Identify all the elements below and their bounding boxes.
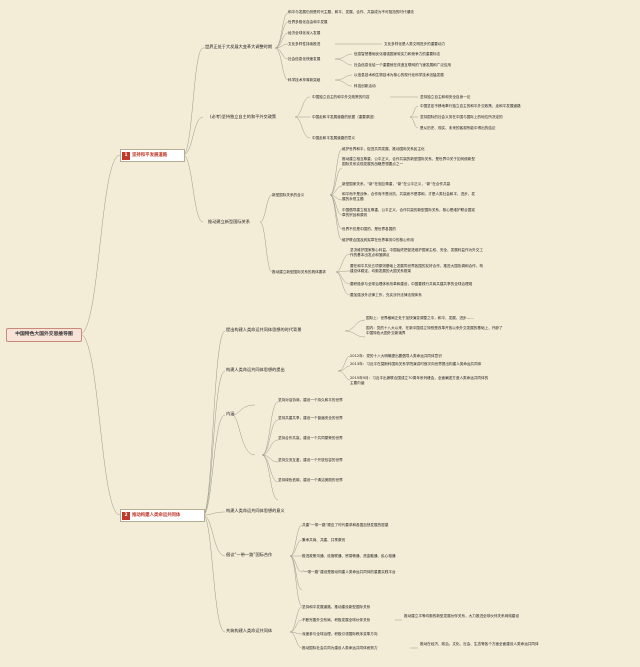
node-a3-2: 推动建立新型国际关系的具体要求: [272, 270, 326, 274]
node-b2-2: 2013年：习近平在莫斯科国际关系学院演讲时首次向世界提出构建人类命运共同体: [350, 362, 482, 366]
node-a3-2b: 要在和平共处五项原则基础上发展同世界各国的友好合作，推进大国协调和合作，构建总体…: [350, 264, 483, 273]
node-a1-5a: 信息智慧基础优化增强国家软实力和竞争力的重要标志: [354, 52, 441, 56]
node-a1: 世界正处于大发展大变革大调整时期: [205, 44, 273, 49]
node-b6: 共筑构建人类命运共同体: [226, 628, 273, 633]
node-b2-3: 2015年9月：习近平出席联合国成立70周年系列峰会，全面阐述打造人类命运共同体…: [350, 376, 489, 385]
section-2-node: 2 推动构建人类命运共同体: [120, 509, 205, 522]
node-a1-2: 世界多极化自由和平发展: [288, 20, 328, 24]
node-b5-3: 推进政策沟通、设施联通、贸易畅通、资金融通、民心相通: [302, 554, 396, 558]
node-b4: 构建人类命运共同体思想的意义: [226, 508, 285, 513]
node-a3-2a: 坚决维护国家核心利益，中国始终把促进维护国家主权、安全、发展利益作为外交工作的基…: [350, 248, 483, 257]
node-b6-2a: 推动建立平等均衡的新型发展伙伴关系，大力推进全球伙伴关系网络建设: [404, 614, 519, 618]
node-a3-1a: 维护世界和平，促进共同发展，推动国际关系民主化: [342, 147, 425, 151]
node-a1-4: 文化多样性持续推进: [288, 42, 321, 46]
node-b6-2: 不断完善外交布局，积极发展全球伙伴关系: [302, 618, 371, 622]
section-1-node: 1 坚持和平发展道路: [120, 149, 185, 162]
node-b3-5: 坚持绿色低碳，建设一个清洁美丽的世界: [278, 478, 343, 482]
node-a2-1a: 坚持独立自主和和安全自身一论: [420, 95, 471, 99]
node-a2: (必考)坚持独立自主的和平外交政策: [210, 114, 277, 119]
node-a2-2a: 中国坚定不移地奉行独立自主的和平外交政策，走和平发展道路: [420, 104, 521, 108]
section-number-badge: 2: [122, 511, 130, 520]
node-b5-2: 秉承共商、共建、共享原则: [302, 538, 346, 542]
node-a3-1b: 推动建立相互尊重、公平正义、合作共赢的新型国际关系，是世界中关于如何使新型国际关…: [342, 157, 475, 166]
node-a2-3: 中国走和平发展道路的意义: [312, 136, 356, 140]
section-number-badge: 1: [122, 151, 130, 160]
node-b2: 构建人类命运共同体思想的提出: [226, 367, 285, 372]
section-label: 推动构建人类命运共同体: [132, 513, 181, 518]
node-a1-6: 科学技术孕育新突破: [288, 78, 321, 82]
node-a3-1f: 世界不仅是中国的，是世界各国的: [342, 227, 396, 231]
node-a2-2b: 坚持国际的社会义务在中国与国际上的地位所决定的: [420, 115, 503, 119]
node-a2-1: 中国独立自主的和平外交政策的内容: [312, 95, 370, 99]
node-a3-1c: 新型国家关系，“新”在相互尊重，“新”在公平正义，“新”在合作共赢: [342, 182, 451, 186]
node-b5-1: 共建“一带一路”顺应了时代要求和各国加快发展的愿望: [302, 523, 389, 527]
node-a3-1g: 维护联合国及其宪章在世界事务中的核心作用: [342, 238, 414, 242]
node-b1-1: 国际上：世界格局正处于加快演变调整之中，和平、发展、进步……: [366, 316, 474, 320]
node-a3-1: 新型国际关系的含义: [272, 193, 305, 197]
node-b5: 倡议“一带一路”国际合作: [226, 552, 273, 557]
node-a3-2c: 要积极参与全球治理体系改革和建设，中国要践行共商共建共享的全球治理观: [350, 282, 473, 286]
node-b6-4a: 推动在经济、政治、文化、社会、生态等各个方面全面建设人类命运共同体: [420, 642, 539, 646]
node-b3-4: 坚持交流互鉴，建设一个开放包容的世界: [278, 458, 343, 462]
node-a3: 推动建立新型国际关系: [208, 219, 250, 224]
node-b6-4: 推动国际社会共同为建设人类命运共同体而努力: [302, 646, 378, 650]
node-a1-4a: 文化多样化是人类文明进步的重要动力: [384, 42, 446, 46]
node-a3-1d: 和平而不是战争，合作而不是对抗，共赢而不是零和，才是人类社会和平、进步、发展的永…: [342, 192, 475, 201]
node-a1-5: 社会信息化快速发展: [288, 57, 321, 61]
node-a1-5b: 社会信息化给一个重要就在改造互联网的飞速发展和广泛应用: [354, 63, 452, 67]
root-node: 中国特色大国外交思维导图: [6, 328, 82, 342]
node-b3-3: 坚持合作共赢，建设一个共同繁荣的世界: [278, 436, 343, 440]
node-b3: 内涵: [226, 411, 235, 416]
node-a1-1: 和平与发展仍然是时代主题，和平、发展、合作、共赢成为不可阻挡的时代潮流: [288, 10, 414, 14]
node-b5-4: “一带一路”建设是推动构建人类命运共同体的重要实践平台: [302, 570, 396, 574]
section-label: 坚持和平发展道路: [132, 153, 168, 158]
node-b3-1: 坚持对话协商，建设一个持久和平的世界: [278, 398, 343, 402]
node-a2-2c: 是从历史、现实、未来的客观所能中得出的结论: [420, 126, 496, 130]
node-a3-2d: 要加强涉外法律工作，充实涉外法律法规体系: [350, 293, 422, 297]
node-b1: 提出构建人类命运共同体思想的时代背景: [226, 327, 302, 332]
node-a1-6a: 以信息技术和生物技术为核心的现代化科学技术迅猛发展: [354, 73, 444, 77]
node-b6-1: 坚持和平发展道路，推动建设新型国际关系: [302, 605, 371, 609]
node-b3-2: 坚持共建共享，建设一个普遍安全的世界: [278, 416, 343, 420]
node-b2-1: 2012年：党的十八大明确提出要倡导人类命运共同体意识: [350, 354, 442, 358]
node-a1-6b: 科技创新活动: [354, 84, 376, 88]
node-a3-1e: 中国倡导建立相互尊重、公平正义、合作共赢的新型国际关系，核心是维护联合国宪章的宗…: [342, 208, 475, 217]
node-a2-2: 中国走和平发展道路的依据（重要原因）: [312, 115, 377, 119]
node-a1-3: 经济全球化深入发展: [288, 31, 321, 35]
node-b1-2: 国内：党的十八大以来，在新中国成立特别是改革开放以来外交发展的基础上，开辟了中国…: [366, 326, 503, 335]
node-b6-3: 深度参与全球治理，积极引领国际秩序变革方向: [302, 632, 378, 636]
